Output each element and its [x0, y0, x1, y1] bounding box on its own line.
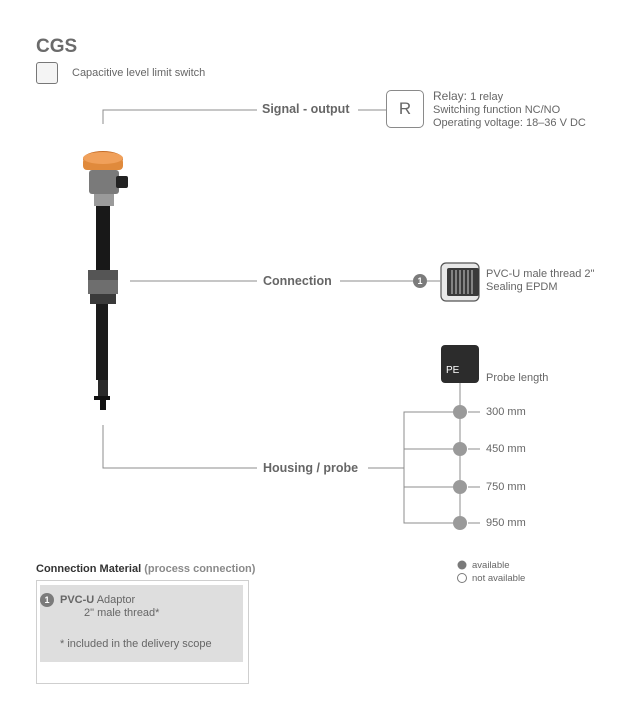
relay-box: R: [386, 90, 424, 128]
signal-info: Relay: 1 relay Switching function NC/NO …: [433, 90, 586, 130]
cm-title-sub: (process connection): [144, 563, 256, 575]
signal-leader-line: [102, 109, 257, 124]
legend-not-available: not available: [472, 573, 526, 584]
length-750: 750 mm: [486, 481, 526, 493]
connection-badge: 1: [413, 274, 427, 288]
dot-950: [453, 516, 467, 530]
connection-sealing: Sealing EPDM: [486, 281, 558, 293]
housing-probe-label: Housing / probe: [263, 461, 359, 475]
dot-450: [453, 442, 467, 456]
connection-info: PVC-U male thread 2" Sealing EPDM: [486, 268, 594, 294]
signal-output-label: Signal - output: [262, 102, 350, 116]
page-title: CGS: [36, 36, 78, 57]
thread-adaptor-icon: [440, 262, 480, 302]
dot-750: [453, 480, 467, 494]
legend-available-icon: [457, 560, 467, 570]
material-name: PVC-U: [60, 594, 95, 606]
relay-label: Relay:: [433, 89, 468, 103]
product-image: [83, 151, 128, 410]
length-450: 450 mm: [486, 443, 526, 455]
pe-material-box: PE: [441, 345, 479, 383]
operating-voltage: Operating voltage: 18–36 V DC: [433, 117, 586, 129]
pe-label: PE: [446, 365, 460, 376]
relay-value: 1 relay: [470, 91, 504, 103]
connection-material-title: Connection Material (process connection): [36, 563, 255, 575]
legend-not-available-icon: [457, 573, 467, 583]
connection-label: Connection: [263, 274, 332, 288]
length-950: 950 mm: [486, 517, 526, 529]
connection-thread: PVC-U male thread 2": [486, 268, 595, 280]
cm-title-main: Connection Material: [36, 563, 142, 575]
housing-leader-line: [102, 425, 257, 469]
legend-available: available: [472, 560, 510, 571]
length-bracket: [403, 411, 459, 524]
length-300: 300 mm: [486, 406, 526, 418]
connection-material-box: [36, 580, 249, 684]
probe-length-label: Probe length: [486, 372, 549, 384]
material-badge: 1: [40, 593, 54, 607]
relay-letter: R: [398, 99, 412, 118]
product-type-icon: [36, 62, 58, 84]
dot-300: [453, 405, 467, 419]
page-subtitle: Capacitive level limit switch: [72, 67, 206, 79]
connection-material-panel: [40, 585, 243, 662]
switching-function: Switching function NC/NO: [433, 104, 561, 116]
material-footnote: * included in the delivery scope: [60, 638, 212, 650]
material-desc: Adaptor: [96, 594, 136, 606]
material-thread: 2" male thread*: [84, 607, 160, 619]
material-info: PVC-U Adaptor 2" male thread*: [60, 594, 159, 620]
